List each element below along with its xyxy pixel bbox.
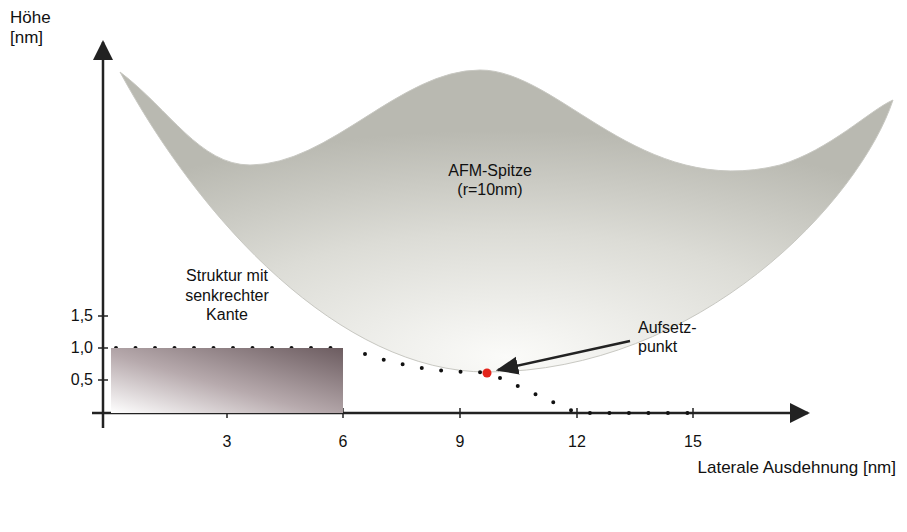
tick-label: 15 bbox=[684, 432, 702, 451]
tick-label: 12 bbox=[568, 432, 586, 451]
tick-label: 3 bbox=[223, 432, 232, 451]
leader-arrow bbox=[498, 341, 630, 370]
tip-label: AFM-Spitze (r=10nm) bbox=[435, 161, 545, 199]
tick-label: 1,5 bbox=[71, 306, 93, 325]
tick-label: 6 bbox=[339, 432, 348, 451]
axis-title: Höhe [nm] bbox=[10, 8, 65, 49]
afm-tip bbox=[120, 70, 893, 372]
axis-title: Laterale Ausdehnung [nm] bbox=[666, 458, 896, 478]
structure-block: Struktur mit senkrechter Kante bbox=[111, 348, 343, 413]
axis-ticks bbox=[98, 316, 693, 418]
y-axis bbox=[102, 42, 105, 428]
tick-label: 0,5 bbox=[71, 370, 93, 389]
tip-label-area: AFM-Spitze (r=10nm) bbox=[435, 161, 545, 199]
tick-label: 1,0 bbox=[71, 338, 93, 357]
callout-label: Aufsetz- punkt bbox=[638, 318, 713, 356]
tick-label: 9 bbox=[456, 432, 465, 451]
contact-point bbox=[483, 369, 492, 378]
structure-label: Struktur mit senkrechter Kante bbox=[177, 266, 277, 324]
